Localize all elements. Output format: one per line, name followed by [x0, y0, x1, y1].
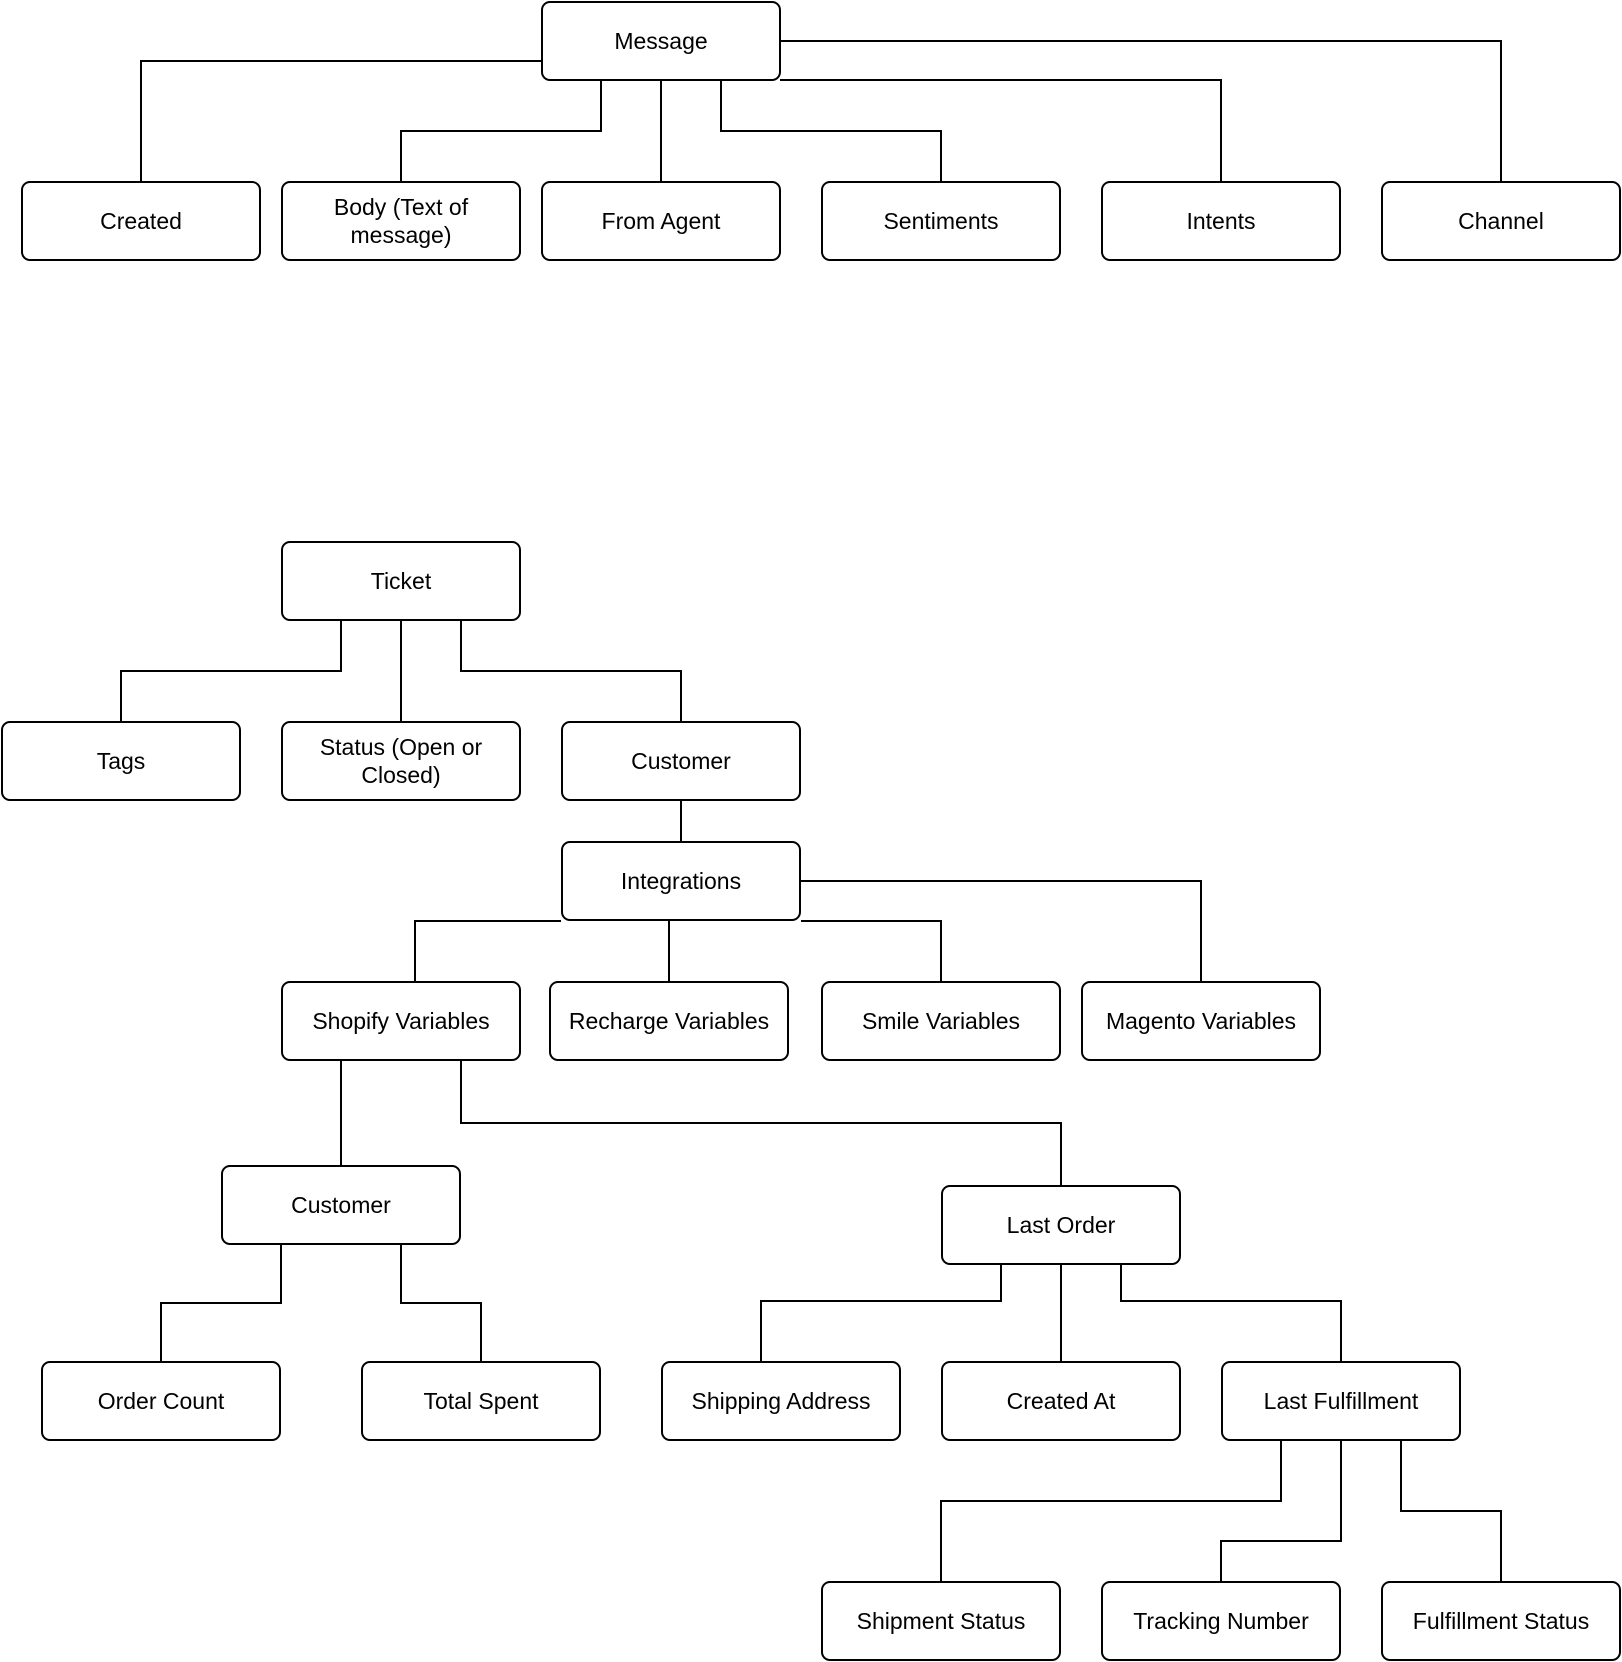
- edge-order-shipping: [760, 1265, 1002, 1361]
- edge-message-intents: [780, 79, 1222, 181]
- node-tracking-number: Tracking Number: [1101, 1581, 1341, 1661]
- node-channel: Channel: [1381, 181, 1621, 261]
- node-message-label: Message: [614, 28, 708, 54]
- node-integrations-label: Integrations: [620, 868, 742, 894]
- node-recharge-variables-label: Recharge Variables: [568, 1008, 770, 1034]
- node-created-at: Created At: [941, 1361, 1181, 1441]
- edge-message-sentiments: [720, 80, 942, 181]
- node-total-spent-label: Total Spent: [423, 1388, 539, 1414]
- node-shipment-status: Shipment Status: [821, 1581, 1061, 1661]
- edge-message-body: [400, 80, 602, 181]
- node-recharge-variables: Recharge Variables: [549, 981, 789, 1061]
- node-body: Body (Text of message): [281, 181, 521, 261]
- node-order-count: Order Count: [41, 1361, 281, 1441]
- node-ticket-customer: Customer: [561, 721, 801, 801]
- node-sentiments-label: Sentiments: [883, 208, 999, 234]
- node-total-spent: Total Spent: [361, 1361, 601, 1441]
- node-magento-variables: Magento Variables: [1081, 981, 1321, 1061]
- node-smile-variables-label: Smile Variables: [861, 1008, 1021, 1034]
- node-integrations: Integrations: [561, 841, 801, 921]
- node-shipment-status-label: Shipment Status: [856, 1608, 1026, 1634]
- node-ticket: Ticket: [281, 541, 521, 621]
- node-shopify-variables-label: Shopify Variables: [312, 1008, 490, 1034]
- node-body-label: Body (Text of message): [333, 194, 469, 248]
- node-created-at-label: Created At: [1006, 1388, 1116, 1414]
- node-fulfillment-status-label: Fulfillment Status: [1412, 1608, 1590, 1634]
- edge-integrations-magento: [801, 880, 1202, 981]
- node-shopify-customer-label: Customer: [291, 1192, 391, 1218]
- edge-message-created: [140, 60, 541, 181]
- edge-fulfillment-tracking: [1220, 1440, 1342, 1581]
- node-smile-variables: Smile Variables: [821, 981, 1061, 1061]
- node-tags: Tags: [1, 721, 241, 801]
- node-sentiments: Sentiments: [821, 181, 1061, 261]
- node-shipping-address-label: Shipping Address: [691, 1388, 871, 1414]
- edge-shopify-last-order: [460, 1060, 1062, 1185]
- edge-message-channel: [780, 40, 1502, 181]
- edge-fulfillment-status: [1400, 1440, 1502, 1581]
- node-last-order: Last Order: [941, 1185, 1181, 1265]
- edge-integrations-smile: [801, 920, 942, 981]
- node-ticket-label: Ticket: [370, 568, 432, 594]
- edge-customer-total-spent: [400, 1245, 482, 1361]
- node-intents: Intents: [1101, 181, 1341, 261]
- node-shopify-customer: Customer: [221, 1165, 461, 1245]
- node-order-count-label: Order Count: [97, 1388, 225, 1414]
- edge-customer-order-count: [160, 1245, 282, 1361]
- node-intents-label: Intents: [1186, 208, 1256, 234]
- edge-integrations-shopify: [414, 920, 561, 981]
- node-magento-variables-label: Magento Variables: [1105, 1008, 1297, 1034]
- node-last-fulfillment-label: Last Fulfillment: [1263, 1388, 1419, 1414]
- edge-ticket-tags: [120, 620, 342, 721]
- node-tags-label: Tags: [96, 748, 146, 774]
- node-status-label: Status (Open or Closed): [319, 734, 483, 788]
- node-channel-label: Channel: [1458, 208, 1544, 234]
- edge-order-fulfillment: [1120, 1265, 1342, 1361]
- node-from-agent: From Agent: [541, 181, 781, 261]
- edge-fulfillment-shipment: [940, 1440, 1282, 1581]
- node-tracking-number-label: Tracking Number: [1133, 1608, 1309, 1634]
- node-fulfillment-status: Fulfillment Status: [1381, 1581, 1621, 1661]
- node-status: Status (Open or Closed): [281, 721, 521, 801]
- node-shipping-address: Shipping Address: [661, 1361, 901, 1441]
- node-from-agent-label: From Agent: [601, 208, 721, 234]
- node-last-fulfillment: Last Fulfillment: [1221, 1361, 1461, 1441]
- node-last-order-label: Last Order: [1006, 1212, 1116, 1238]
- node-ticket-customer-label: Customer: [631, 748, 731, 774]
- node-created-label: Created: [100, 208, 182, 234]
- node-created: Created: [21, 181, 261, 261]
- edge-ticket-customer: [460, 620, 682, 721]
- node-message: Message: [541, 1, 781, 81]
- node-shopify-variables: Shopify Variables: [281, 981, 521, 1061]
